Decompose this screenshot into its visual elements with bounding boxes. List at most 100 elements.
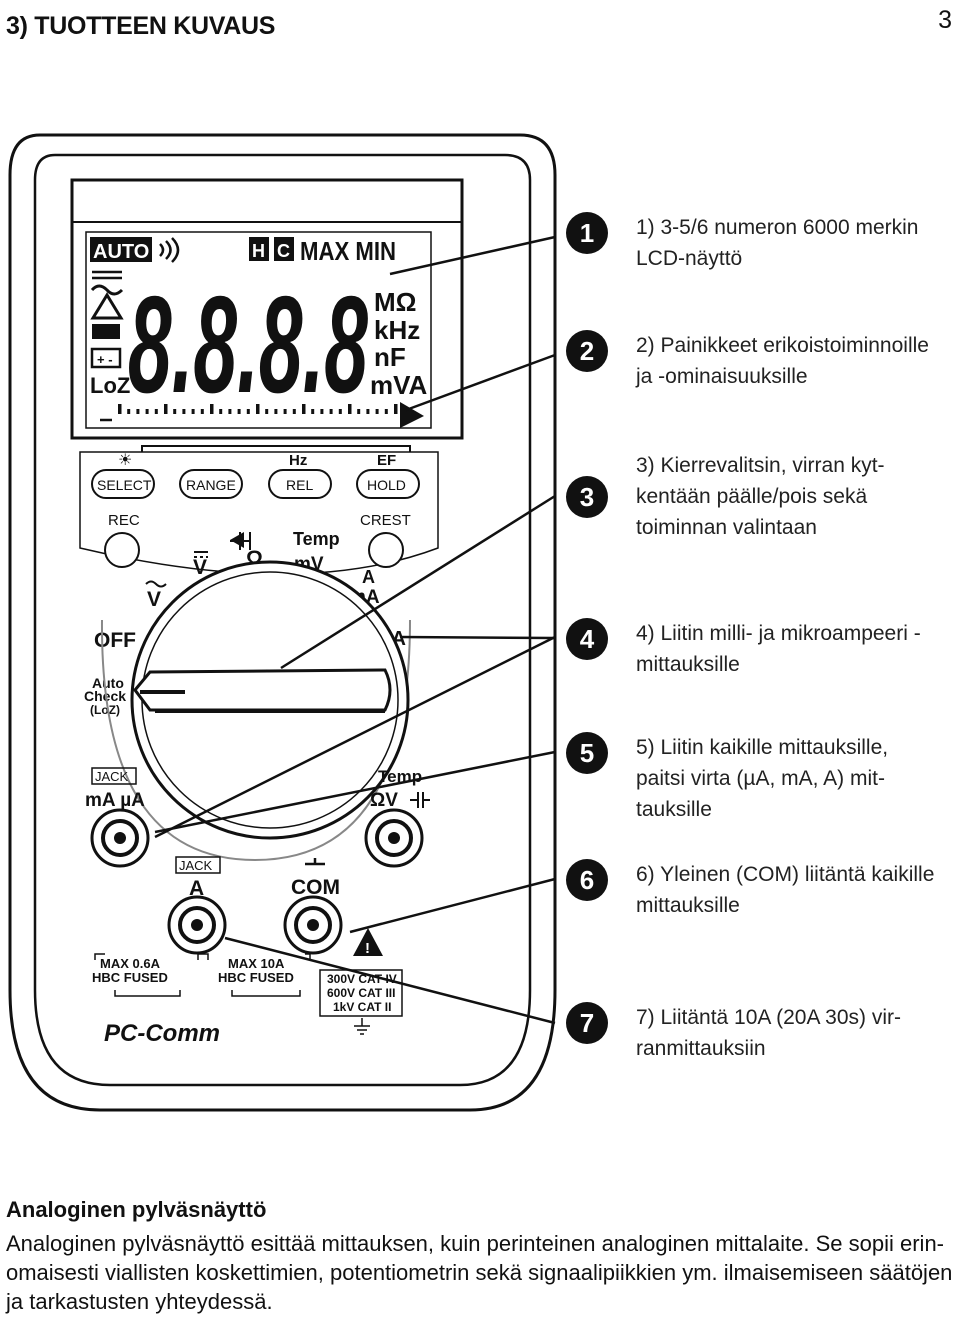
select-button[interactable] xyxy=(91,469,155,499)
callout-1-line-1: 1) 3-5/6 numeron 6000 merkin xyxy=(636,216,919,239)
lcd-maxmin: MAX MIN xyxy=(300,236,396,266)
bargraph-tick xyxy=(302,404,306,414)
bargraph-tick xyxy=(164,404,168,414)
bargraph-tick xyxy=(348,404,352,414)
bargraph-tick xyxy=(357,409,361,414)
bargraph-tick xyxy=(366,409,370,414)
callout-number-6: 6 xyxy=(566,859,608,901)
leader-lines xyxy=(154,235,556,1025)
jack-com-label: COM xyxy=(291,876,340,899)
lcd-unit-nf: nF xyxy=(374,342,406,372)
callout-6: 6 6) Yleinen (COM) liitäntä kaikille mitt… xyxy=(566,859,956,921)
bargraph-tick xyxy=(200,409,204,414)
callout-number-4: 4 xyxy=(566,618,608,660)
callout-7-line-2: ranmittauksiin xyxy=(636,1037,766,1060)
multimeter-drawing: AUTO H C MAX MIN + - LoZ 8.8.8.8 MΩ kHz … xyxy=(8,133,557,1112)
page-number: 3 xyxy=(938,6,952,34)
bargraph-tick xyxy=(210,404,214,414)
lcd-unit-mohm: MΩ xyxy=(374,287,417,317)
crest-button[interactable] xyxy=(368,532,404,568)
fuse1-line1: MAX 0.6A xyxy=(100,956,161,971)
display-window xyxy=(70,178,464,440)
button-bracket xyxy=(141,445,411,452)
dial-v-dc: V xyxy=(193,556,207,579)
callout-3-line-1: 3) Kierrevalitsin, virran kyt- xyxy=(636,454,885,477)
crest-label: CREST xyxy=(360,512,411,529)
callout-4-line-2: mittauksille xyxy=(636,653,740,676)
bargraph-tick xyxy=(394,404,398,414)
callout-5: 5 5) Liitin kaikille mittauksille,paitsi… xyxy=(566,732,956,825)
callout-6-line-1: 6) Yleinen (COM) liitäntä kaikille xyxy=(636,863,935,886)
select-button-label: SELECT xyxy=(97,477,152,493)
bargraph-tick xyxy=(311,409,315,414)
bargraph-tick xyxy=(145,409,149,414)
callout-2-line-1: 2) Painikkeet erikoistoiminnoille xyxy=(636,334,929,357)
bargraph-tick xyxy=(127,409,131,414)
dial-v-ac: V xyxy=(147,588,161,611)
paragraph-line-3: ja tarkastusten yhteydessä. xyxy=(6,1289,273,1314)
callout-3: 3 3) Kierrevalitsin, virran kyt-kentään … xyxy=(566,454,956,543)
button-top-select: ☀ xyxy=(118,452,132,469)
hold-button-label: HOLD xyxy=(367,477,406,493)
fuse2-line1: MAX 10A xyxy=(228,956,285,971)
page-title: 3) TUOTTEEN KUVAUS xyxy=(6,12,276,40)
callout-3-line-3: toiminnan valintaan xyxy=(636,516,817,539)
button-row: ☀ Hz EF SELECT RANGE REL HOLD REC CREST xyxy=(91,452,420,568)
callout-2-line-2: ja -ominaisuuksille xyxy=(636,365,808,388)
bargraph-tick xyxy=(246,409,250,414)
rec-button[interactable] xyxy=(104,532,140,568)
fuse-labels: MAX 0.6A HBC FUSED MAX 10A HBC FUSED 300… xyxy=(92,953,403,1047)
jack-a-tag: JACK xyxy=(179,858,213,873)
jack-temp-label: ΩV xyxy=(370,790,398,811)
callout-5-line-3: tauksille xyxy=(636,798,712,821)
bargraph-tick xyxy=(329,409,333,414)
bargraph-tick xyxy=(283,409,287,414)
lcd-auto: AUTO xyxy=(93,241,149,263)
cat-line3: 1kV CAT II xyxy=(333,1000,391,1014)
bargraph-tick xyxy=(320,409,324,414)
paragraph-line-1: Analoginen pylväsnäyttö esittää mittauks… xyxy=(6,1231,945,1256)
callout-3-line-2: kentään päälle/pois sekä xyxy=(636,485,868,508)
callout-number-7: 7 xyxy=(566,1002,608,1044)
callout-7-line-1: 7) Liitäntä 10A (20A 30s) vir- xyxy=(636,1006,901,1029)
svg-text:!: ! xyxy=(365,940,370,957)
callout-number-1: 1 xyxy=(566,212,608,254)
dial-knob[interactable] xyxy=(133,668,392,712)
lcd-c: C xyxy=(277,241,290,261)
meter-outer-shell xyxy=(8,133,557,1112)
svg-text:+ -: + - xyxy=(97,352,113,367)
dial-auto-1: Auto xyxy=(92,675,124,691)
jack-ma-ua-tag: JACK xyxy=(95,769,129,784)
brand-logo: PC-Comm xyxy=(104,1020,220,1047)
dial-auto-3: (LoZ) xyxy=(90,703,120,717)
hold-button[interactable] xyxy=(356,469,420,499)
range-button[interactable] xyxy=(179,469,243,499)
jack-ma-ua-label: mA µA xyxy=(85,790,145,811)
rel-button[interactable] xyxy=(268,469,332,499)
rel-button-label: REL xyxy=(286,477,313,493)
lcd-segments: AUTO H C MAX MIN + - LoZ 8.8.8.8 MΩ kHz … xyxy=(90,236,428,428)
button-top-hold: EF xyxy=(377,452,396,469)
paragraph-line-2: omaisesti viallisten koskettimien, poten… xyxy=(6,1260,953,1285)
rec-label: REC xyxy=(108,512,140,529)
bargraph-tick xyxy=(237,409,241,414)
lcd-unit-mva: mVA xyxy=(370,370,428,400)
callout-6-line-2: mittauksille xyxy=(636,894,740,917)
lcd-digits: 8.8.8.8 xyxy=(128,268,368,422)
lcd-h: H xyxy=(252,241,265,261)
bargraph-tick xyxy=(384,409,388,414)
rotary-dial[interactable] xyxy=(130,560,410,840)
callout-1-line-2: LCD-näyttö xyxy=(636,247,743,270)
bargraph-tick xyxy=(228,409,232,414)
bargraph-tick xyxy=(191,409,195,414)
lcd-bargraph xyxy=(118,404,398,414)
dial-temp: Temp xyxy=(293,529,340,549)
bargraph-tick xyxy=(118,404,122,414)
dial-off: OFF xyxy=(94,629,136,652)
lcd-panel xyxy=(85,231,432,429)
fuse2-line2: HBC FUSED xyxy=(218,970,294,985)
dial-a: A xyxy=(362,567,375,587)
bargraph-tick xyxy=(136,409,140,414)
